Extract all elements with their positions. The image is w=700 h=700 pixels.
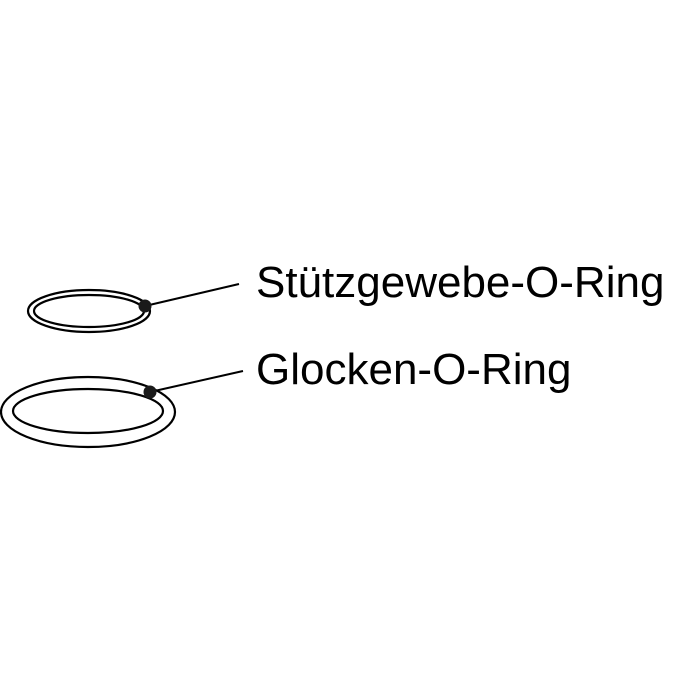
support-fabric-leader: [138, 283, 240, 313]
bell-o-ring-drawing: [0, 375, 177, 449]
bell-o-ring-label: Glocken-O-Ring: [256, 345, 572, 394]
support-fabric-o-ring-label: Stützgewebe-O-Ring: [256, 258, 665, 307]
support-fabric-o-ring-drawing: [26, 288, 152, 334]
bell-o-ring-leader: [143, 370, 244, 399]
